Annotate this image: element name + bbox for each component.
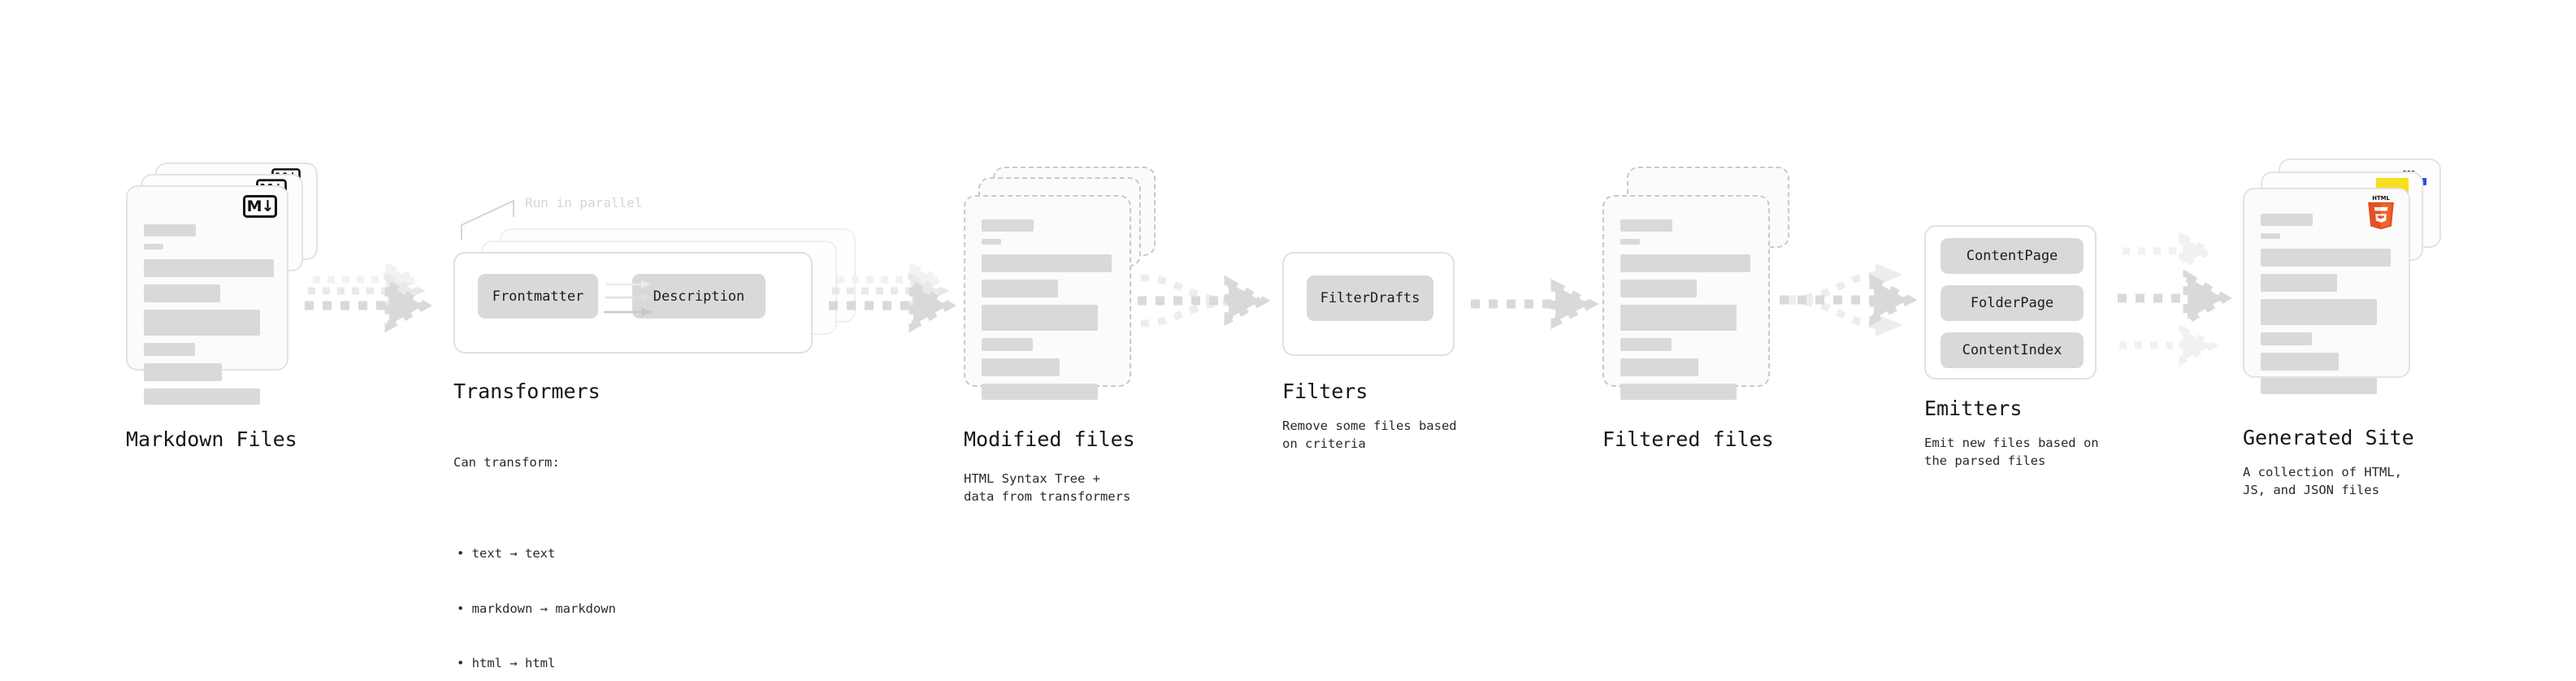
capability-item: markdown → markdown — [453, 600, 616, 618]
connector-markdown-to-transformers — [305, 262, 433, 333]
transformers-title: Transformers — [453, 380, 601, 403]
capability-item: html → html — [453, 654, 616, 672]
html5-icon: HTML — [2368, 195, 2394, 230]
pill-contentindex[interactable]: ContentIndex — [1941, 332, 2084, 368]
svg-text:HTML: HTML — [2372, 195, 2390, 202]
generated-site-title: Generated Site — [2243, 426, 2414, 449]
emitters-subtitle: Emit new files based on the parsed files — [1924, 436, 2099, 469]
transformers-subtitle-lead: Can transform: — [453, 454, 560, 470]
markdown-icon: M↓ — [243, 195, 277, 218]
pill-description[interactable]: Description — [632, 274, 765, 319]
filters-title: Filters — [1282, 380, 1368, 403]
filters-subtitle: Remove some files based on criteria — [1282, 419, 1457, 452]
document-placeholder-lines — [1620, 219, 1754, 407]
run-in-parallel-bracket — [461, 199, 514, 240]
pill-frontmatter[interactable]: Frontmatter — [478, 274, 598, 319]
generated-file-card-html: HTML — [2243, 188, 2410, 394]
connector-filtered-to-emitters — [1780, 263, 1918, 336]
document-placeholder-lines — [982, 219, 1115, 407]
pill-contentpage[interactable]: ContentPage — [1941, 238, 2084, 274]
connector-filters-to-filtered — [1471, 278, 1599, 330]
emitters-title: Emitters — [1924, 397, 2023, 420]
connector-modified-to-filters — [1138, 274, 1271, 327]
modified-files-title: Modified files — [964, 427, 1135, 451]
pill-filterdrafts[interactable]: FilterDrafts — [1307, 275, 1433, 321]
filtered-files-title: Filtered files — [1602, 427, 1774, 451]
connector-transformers-to-modified — [829, 262, 957, 333]
document-placeholder-lines — [2261, 214, 2394, 401]
modified-files-subtitle: HTML Syntax Tree + data from transformer… — [964, 471, 1131, 505]
generated-site-subtitle: A collection of HTML, JS, and JSON files — [2243, 465, 2402, 498]
markdown-files-title: Markdown Files — [126, 427, 297, 451]
emitters-group[interactable]: ContentPage FolderPage ContentIndex — [1924, 225, 2097, 380]
document-placeholder-lines — [144, 224, 274, 412]
filters-group[interactable]: FilterDrafts — [1282, 252, 1455, 356]
run-in-parallel-label: Run in parallel — [525, 195, 643, 210]
capability-item: text → text — [453, 544, 616, 562]
transformers-subtitle: Can transform: text → text markdown → ma… — [453, 417, 616, 681]
filtered-file-card-front — [1602, 195, 1770, 400]
transformers-capability-list: text → text markdown → markdown html → h… — [453, 508, 616, 681]
markdown-file-card-front: M↓ — [126, 185, 288, 405]
transformer-panel-front[interactable]: Frontmatter Description — [453, 252, 813, 354]
modified-file-card-front — [964, 195, 1131, 400]
pill-folderpage[interactable]: FolderPage — [1941, 285, 2084, 321]
transformer-inner-arrows — [604, 280, 653, 317]
connector-emitters-to-site — [2118, 232, 2232, 367]
